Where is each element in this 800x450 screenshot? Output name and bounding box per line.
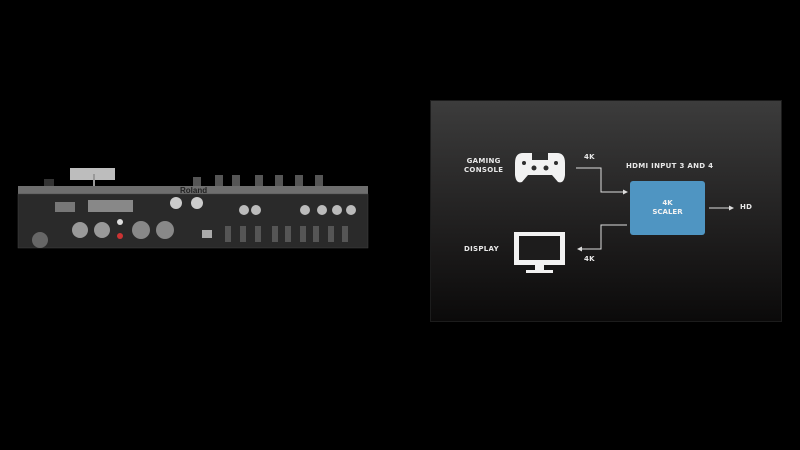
- connection-lines: [514, 152, 734, 273]
- monitor-icon: [514, 232, 565, 273]
- input-arrow: [576, 167, 628, 195]
- hdmi-input-label: HDMI INPUT 3 AND 4: [626, 162, 714, 170]
- display-resolution-label: 4K: [584, 255, 595, 263]
- display-label: DISPLAY: [464, 245, 499, 253]
- input-resolution-label: 4K: [584, 153, 595, 161]
- roland-logo: Roland: [180, 186, 207, 195]
- video-switcher-rear-panel: Roland: [10, 160, 370, 260]
- hd-output-label: HD: [740, 203, 753, 211]
- display-arrow: [577, 224, 627, 252]
- game-controller-icon: [515, 152, 565, 183]
- device-illustration: Roland: [17, 168, 369, 249]
